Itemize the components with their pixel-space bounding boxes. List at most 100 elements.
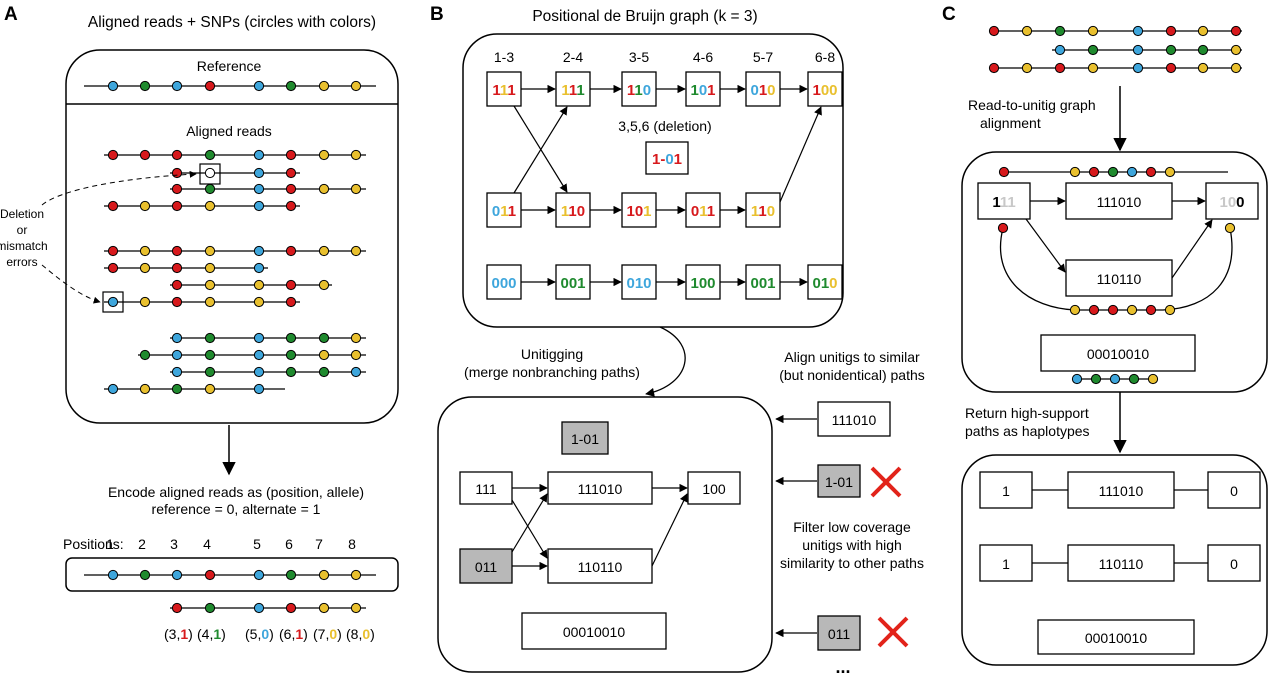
snp-dot (171, 262, 183, 274)
hap-node-end (1207, 471, 1261, 509)
phased-reads (988, 25, 1242, 74)
kmer-allele: 1 (812, 82, 820, 99)
pair-allele: 0 (261, 626, 269, 642)
column-label: 6-8 (815, 49, 835, 65)
pair-close: ) (269, 626, 274, 642)
kmer-allele: 0 (829, 82, 837, 99)
encoded-read-line (170, 602, 366, 614)
align-edge (1171, 219, 1213, 279)
kmer-allele: 0 (643, 275, 651, 292)
kmer-allele: 1 (1219, 194, 1227, 211)
snp-dot (204, 183, 216, 195)
snp-dot (1230, 62, 1242, 74)
pair-open: (5, (245, 626, 261, 642)
snp-dot (171, 332, 183, 344)
kmer-allele: 1 (758, 203, 766, 220)
kmer-allele: 1 (500, 203, 508, 220)
allele-pair: (4,1) (197, 626, 226, 642)
return-label-line-1: Return high-support (965, 405, 1089, 421)
snp-dot (285, 349, 297, 361)
snp-dot (1069, 304, 1081, 316)
kmer-node (486, 264, 522, 300)
positions-label: Positions: (63, 536, 124, 552)
unitig-00010010-label: 00010010 (563, 624, 626, 640)
snp-dot (285, 183, 297, 195)
aligned-read (170, 332, 366, 344)
unitig-graph-box (437, 396, 773, 673)
snp-dot (253, 80, 265, 92)
pair-open: (7, (313, 626, 329, 642)
snp-dot (253, 149, 265, 161)
read-to-unitig-label-line-2: alignment (980, 115, 1041, 131)
snp-dot (107, 569, 119, 581)
snp-dot (1069, 166, 1081, 178)
error-label-line-2: or (17, 223, 28, 237)
kmer-allele: 1 (577, 275, 585, 292)
align-node-00010010 (1040, 334, 1196, 372)
snp-dot (1164, 166, 1176, 178)
kmer-node-label: 011 (691, 203, 715, 220)
column-label: 2-4 (563, 49, 583, 65)
encode-label-line-2: reference = 0, alternate = 1 (152, 501, 321, 517)
hap-node-middle-label: 110110 (1099, 556, 1144, 572)
snp-dot (350, 366, 362, 378)
snp-dot (253, 279, 265, 291)
encode-label-line-1: Encode aligned reads as (position, allel… (108, 484, 364, 500)
kmer-allele: 0 (643, 82, 651, 99)
snp-dot (204, 167, 216, 179)
snp-dot (998, 166, 1010, 178)
snp-dot (107, 80, 119, 92)
align-label-line-1: Align unitigs to similar (784, 349, 920, 365)
aligned-read (104, 296, 300, 308)
kmer-allele: 1 (690, 82, 698, 99)
kmer-allele: 1 (699, 203, 707, 220)
kmer-allele: 0 (577, 203, 585, 220)
kmer-node (621, 71, 657, 107)
snp-dot (107, 383, 119, 395)
snp-dot (1230, 25, 1242, 37)
aligned-read (104, 383, 285, 395)
pair-allele: 1 (213, 626, 221, 642)
snp-dot (204, 245, 216, 257)
kmer-allele: 0 (829, 275, 837, 292)
snp-dot (350, 569, 362, 581)
snp-dot (253, 366, 265, 378)
snp-dot (171, 149, 183, 161)
snp-dot (204, 200, 216, 212)
kmer-node-label: 100 (690, 275, 715, 292)
snp-dot (285, 200, 297, 212)
kmer-allele: 1 (767, 275, 775, 292)
filter-label-line-3: similarity to other paths (780, 555, 924, 571)
unitig-111 (459, 471, 513, 505)
pair-close: ) (221, 626, 226, 642)
snp-dot (204, 296, 216, 308)
snp-dot (285, 149, 297, 161)
snp-dot (171, 80, 183, 92)
snp-dot (204, 366, 216, 378)
snp-dot (139, 149, 151, 161)
snp-dot (318, 366, 330, 378)
snp-dot (253, 167, 265, 179)
column-label: 1-3 (494, 49, 514, 65)
position-number: 1 (106, 536, 114, 552)
kmer-node-label: 111 (492, 82, 515, 99)
kmer-node (486, 71, 522, 107)
aligned-read (170, 279, 332, 291)
deletion-kmer-allele: 1-01 (652, 151, 682, 168)
kmer-allele: 1 (569, 82, 577, 99)
snp-dot (171, 383, 183, 395)
hap-node-start-label: 1 (1002, 483, 1010, 499)
filter-label-line-2: unitigs with high (802, 537, 902, 553)
snp-dot (1021, 25, 1033, 37)
unitig-110110 (547, 548, 653, 584)
snp-dot (285, 569, 297, 581)
error-label-line-3: mismatch (0, 239, 48, 253)
snp-dot (171, 366, 183, 378)
position-number: 7 (315, 536, 323, 552)
position-number: 2 (138, 536, 146, 552)
kmer-allele: - (660, 151, 665, 168)
snp-dot (318, 80, 330, 92)
